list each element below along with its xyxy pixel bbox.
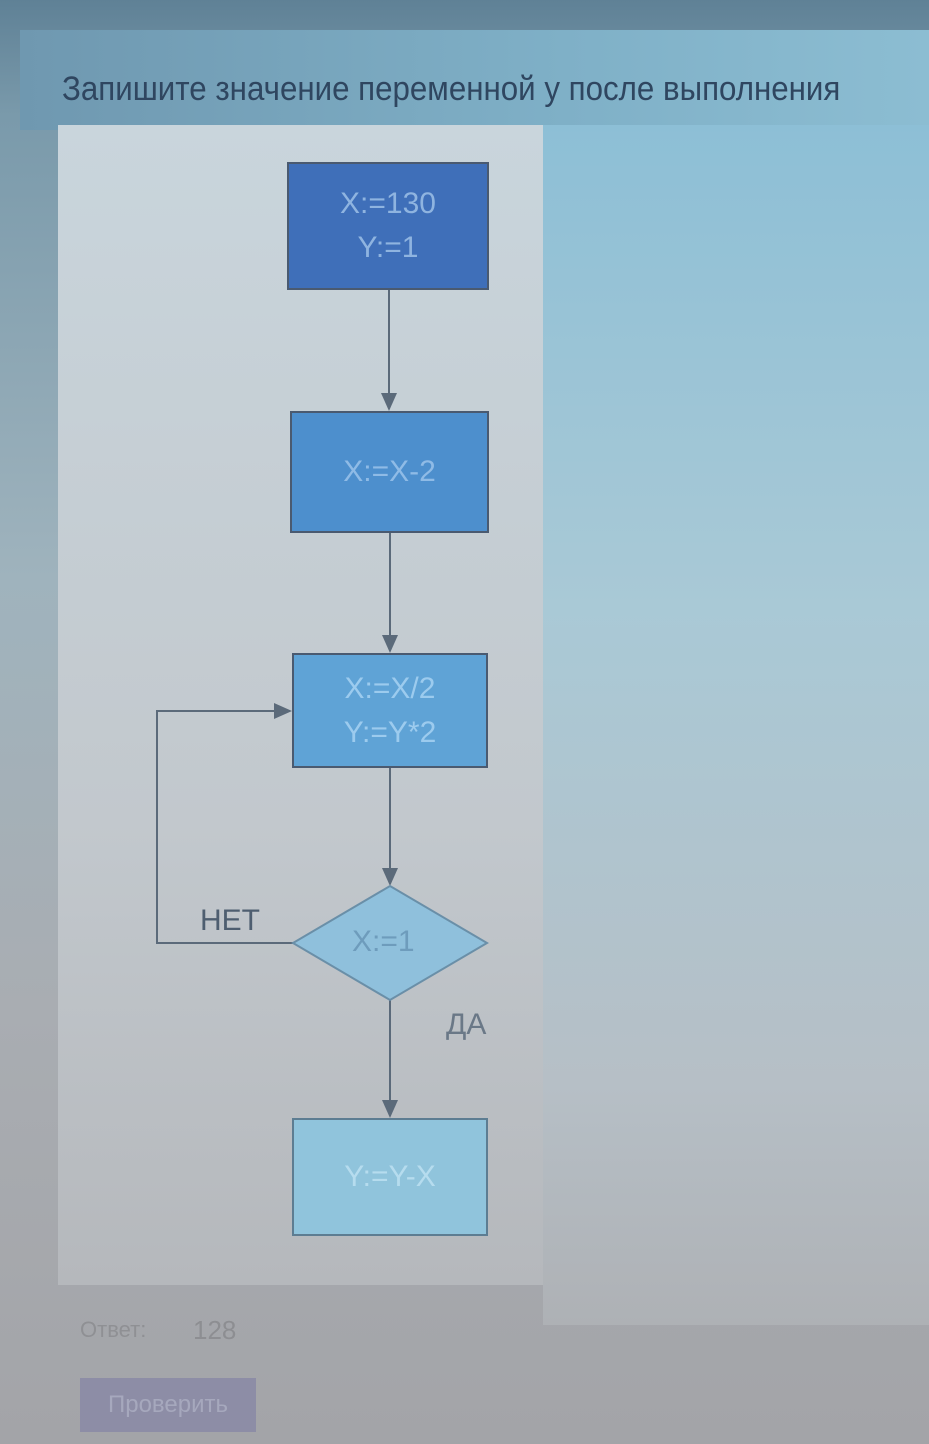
condition-text: X:=1 [352, 925, 415, 958]
content-background [543, 125, 929, 1325]
end-block-text: Y:=Y-X [344, 1160, 436, 1193]
check-button[interactable]: Проверить [80, 1378, 256, 1432]
step2-block: X:=X/2 Y:=Y*2 [292, 653, 488, 768]
answer-input[interactable]: 128 [193, 1315, 237, 1345]
yes-label: ДА [446, 1008, 487, 1041]
answer-label: Ответ: [80, 1317, 147, 1342]
start-block: X:=130 Y:=1 [287, 162, 489, 290]
step2-line2: Y:=Y*2 [343, 715, 437, 749]
no-label: НЕТ [200, 904, 260, 937]
header-band [20, 30, 929, 130]
end-block: Y:=Y-X [292, 1118, 488, 1236]
step2-line1: X:=X/2 [344, 671, 436, 705]
loop-back-arrow [156, 703, 295, 944]
question-title: Запишите значение переменной y после вып… [62, 70, 841, 108]
start-block-line1: X:=130 [340, 187, 436, 220]
start-block-line2: Y:=1 [357, 231, 419, 264]
step1-text: X:=X-2 [343, 455, 436, 488]
step1-block: X:=X-2 [290, 411, 489, 533]
condition-diamond [291, 884, 489, 1002]
